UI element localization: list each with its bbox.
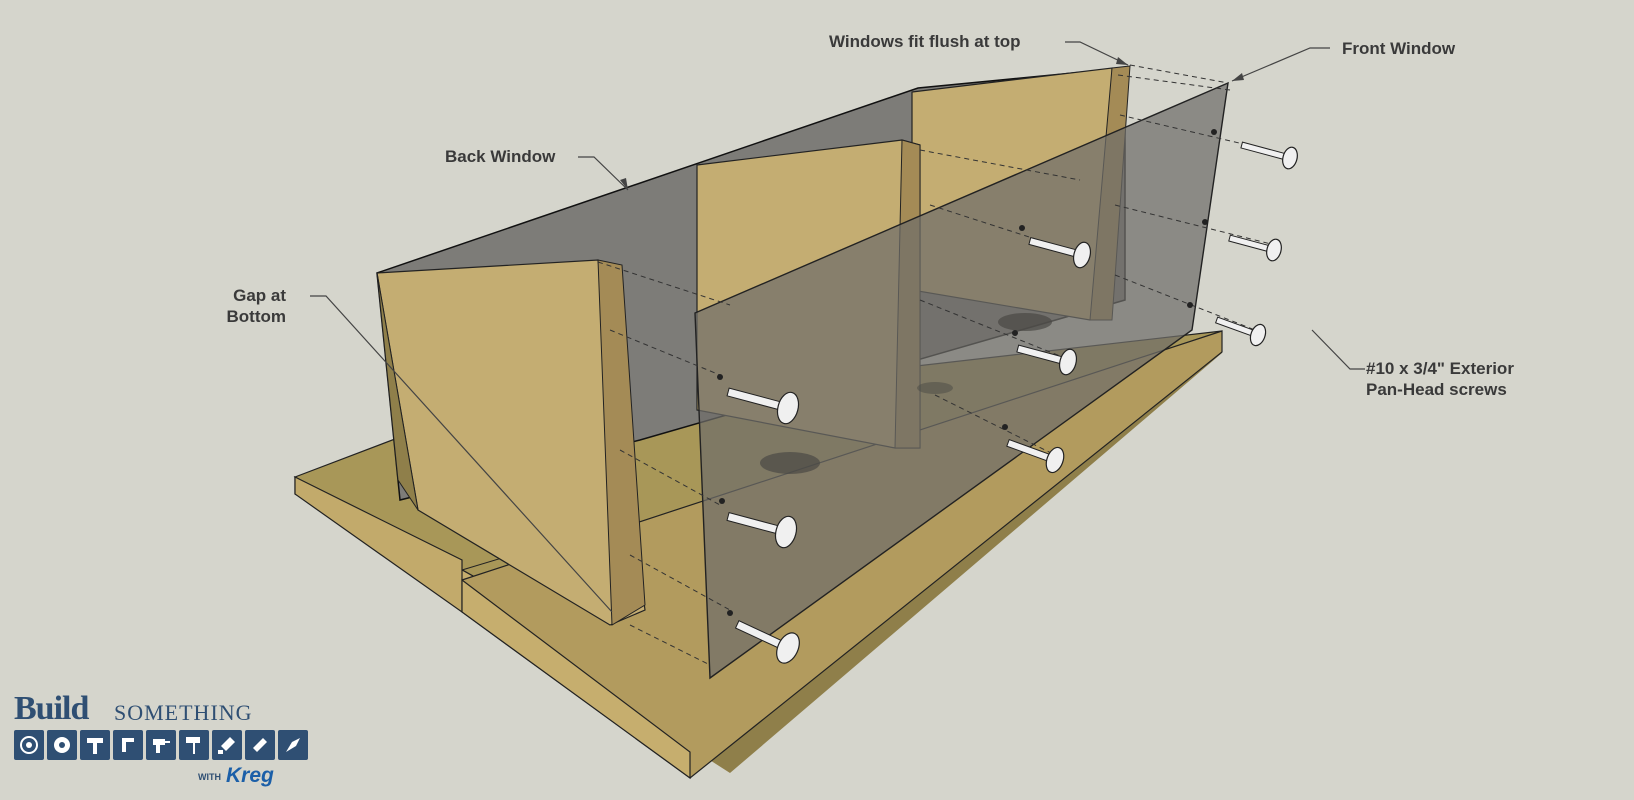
logo-with-text: WITH (198, 772, 221, 782)
leader-arrowheads (620, 57, 1244, 190)
label-screws: #10 x 3/4" Exterior Pan-Head screws (1366, 358, 1514, 400)
label-screws-line1: #10 x 3/4" Exterior (1366, 359, 1514, 378)
screw (1006, 438, 1065, 474)
screw (726, 387, 800, 425)
brush-icon (212, 730, 242, 760)
leader-lines (310, 41, 1365, 613)
screws (726, 141, 1298, 664)
label-gap-line2: Bottom (226, 307, 286, 326)
hammer-icon (80, 730, 110, 760)
drill-icon (146, 730, 176, 760)
label-gap-line1: Gap at (233, 286, 286, 305)
screw (1016, 344, 1078, 376)
screw (1240, 141, 1298, 170)
label-screws-line2: Pan-Head screws (1366, 380, 1507, 399)
disc-icon (14, 730, 44, 760)
screw (1214, 316, 1267, 347)
pilot-holes (717, 129, 1217, 616)
build-something-logo: Build SOMETHING WITH Kreg (12, 690, 312, 795)
alignment-lines (597, 64, 1291, 666)
logo-kreg-text: Kreg (226, 764, 274, 787)
clamp-icon (113, 730, 143, 760)
trowel-icon (278, 730, 308, 760)
logo-something-text: SOMETHING (114, 700, 253, 725)
label-back-window: Back Window (445, 147, 556, 166)
screw (734, 620, 800, 664)
screw (1228, 234, 1282, 262)
screw (1028, 237, 1092, 269)
label-gap-at-bottom: Gap at Bottom (216, 285, 286, 327)
saw-blade-icon (47, 730, 77, 760)
paint-roller-icon (179, 730, 209, 760)
sander-icon (245, 730, 275, 760)
near-side-panel (376, 259, 646, 626)
screw (726, 511, 798, 549)
label-front-window: Front Window (1342, 39, 1456, 58)
front-window (694, 81, 1229, 680)
logo-build-text: Build (14, 690, 89, 727)
label-windows-flush: Windows fit flush at top (829, 32, 1021, 51)
logo-tool-tiles (14, 730, 308, 760)
